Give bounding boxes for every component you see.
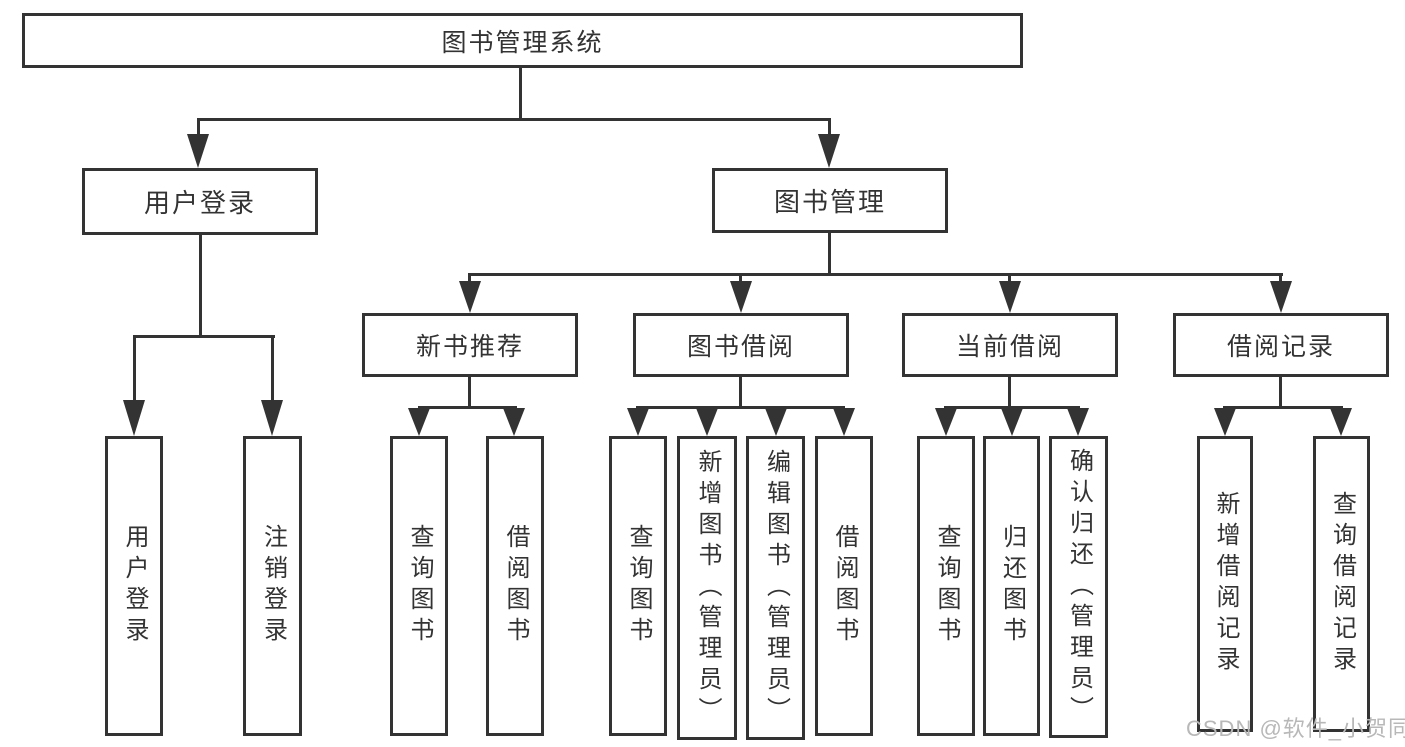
leaf-confirm-return-admin: 确认归还（管理员） — [1049, 436, 1108, 738]
connector-vline — [468, 377, 471, 406]
arrowhead-down — [999, 281, 1021, 313]
arrowhead-down — [1067, 408, 1089, 436]
leaf-add-borrow-record: 新增借阅记录 — [1197, 436, 1253, 732]
connector-vline — [1008, 273, 1011, 285]
arrowhead-down — [627, 408, 649, 436]
connector-hline — [636, 406, 845, 409]
arrowhead-down — [187, 134, 209, 168]
node-label: 借阅记录 — [1226, 333, 1335, 361]
connector-hline — [197, 118, 831, 121]
node-label: 查询图书 — [625, 524, 652, 648]
connector-vline — [468, 273, 471, 285]
connector-vline — [197, 118, 200, 136]
node-user-login: 用户登录 — [82, 168, 318, 235]
arrowhead-down — [765, 408, 787, 436]
connector-hline — [1223, 406, 1343, 409]
node-library-system: 图书管理系统 — [22, 13, 1023, 68]
node-label: 新书推荐 — [415, 333, 524, 361]
leaf-query-borrow-record: 查询借阅记录 — [1313, 436, 1370, 732]
arrowhead-down — [1214, 408, 1236, 436]
node-label: 用户登录 — [143, 188, 256, 218]
connector-vline — [199, 235, 202, 338]
connector-hline — [944, 406, 1080, 409]
node-label: 借阅图书 — [831, 524, 858, 648]
node-label: 图书借阅 — [686, 333, 795, 361]
leaf-return-book: 归还图书 — [983, 436, 1040, 736]
leaf-query-books-current: 查询图书 — [917, 436, 975, 736]
node-label: 新增借阅记录 — [1212, 491, 1239, 677]
node-label: 当前借阅 — [955, 333, 1064, 361]
leaf-query-books-borrow: 查询图书 — [609, 436, 667, 736]
arrowhead-down — [459, 281, 481, 313]
node-new-book-recommend: 新书推荐 — [362, 313, 578, 377]
node-label: 注销登录 — [259, 524, 287, 648]
arrowhead-down — [935, 408, 957, 436]
node-borrow-records: 借阅记录 — [1173, 313, 1389, 377]
node-label: 查询借阅记录 — [1328, 491, 1356, 677]
arrowhead-down — [818, 134, 840, 168]
watermark-text: CSDN @软件_小贺同学 — [1186, 716, 1405, 741]
leaf-edit-book-admin: 编辑图书（管理员） — [746, 436, 805, 740]
connector-hline — [418, 406, 517, 409]
arrowhead-down — [833, 408, 855, 436]
node-label: 查询图书 — [406, 524, 433, 648]
connector-hline — [133, 335, 275, 338]
node-label: 归还图书 — [998, 524, 1026, 648]
connector-vline — [828, 118, 831, 136]
connector-vline — [1008, 377, 1011, 406]
node-label: 用户登录 — [121, 524, 148, 648]
arrowhead-down — [1270, 281, 1292, 313]
node-label: 编辑图书（管理员） — [762, 448, 790, 728]
leaf-query-books-recommend: 查询图书 — [390, 436, 448, 736]
node-label: 新增图书（管理员） — [694, 448, 721, 728]
connector-vline — [739, 377, 742, 406]
connector-vline — [519, 68, 522, 118]
arrowhead-down — [1330, 408, 1352, 436]
leaf-add-book-admin: 新增图书（管理员） — [677, 436, 737, 740]
node-label: 图书管理系统 — [441, 28, 604, 57]
leaf-borrow-books-borrow: 借阅图书 — [815, 436, 873, 736]
arrowhead-down — [261, 400, 283, 436]
arrowhead-down — [730, 281, 752, 313]
node-current-borrow: 当前借阅 — [902, 313, 1118, 377]
node-book-borrow: 图书借阅 — [633, 313, 849, 377]
leaf-borrow-books-recommend: 借阅图书 — [486, 436, 544, 736]
connector-vline — [828, 233, 831, 273]
connector-vline — [133, 335, 136, 402]
leaf-logout: 注销登录 — [243, 436, 302, 736]
node-label: 查询图书 — [933, 524, 960, 648]
connector-hline — [469, 273, 1283, 276]
node-label: 借阅图书 — [502, 524, 529, 648]
connector-vline — [739, 273, 742, 285]
connector-vline — [1279, 273, 1282, 285]
arrowhead-down — [503, 408, 525, 436]
node-label: 图书管理 — [773, 187, 886, 217]
connector-vline — [271, 335, 274, 402]
node-book-management: 图书管理 — [712, 168, 948, 233]
arrowhead-down — [696, 408, 718, 436]
connector-vline — [1279, 377, 1282, 406]
arrowhead-down — [408, 408, 430, 436]
arrowhead-down — [1001, 408, 1023, 436]
leaf-user-login: 用户登录 — [105, 436, 163, 736]
node-label: 确认归还（管理员） — [1065, 447, 1093, 727]
arrowhead-down — [123, 400, 145, 436]
